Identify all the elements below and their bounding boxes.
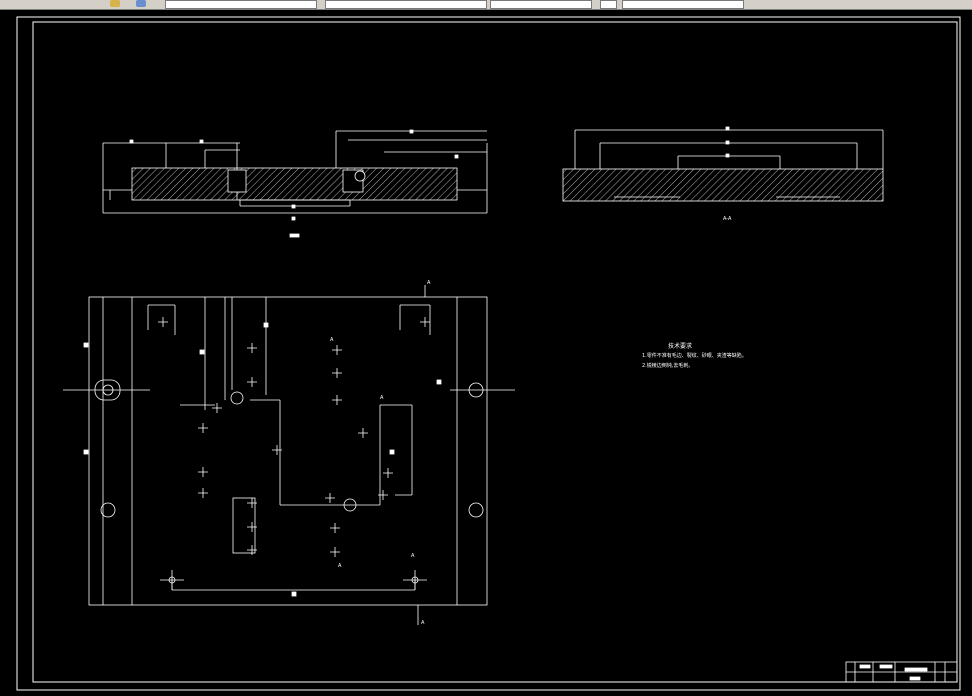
center-marks (158, 317, 430, 590)
plotstyle-dropdown[interactable] (622, 0, 744, 9)
color-dropdown[interactable] (325, 0, 487, 9)
cut-label-bottom: A (421, 620, 425, 626)
linetype-dropdown[interactable] (490, 0, 592, 9)
plan-view (63, 285, 515, 625)
section-view-left (102, 129, 488, 238)
inner-frame (32, 21, 958, 683)
section-view-label: A-A (723, 216, 732, 222)
title-block (845, 661, 958, 683)
note-line-1: 1.零件不准有毛边、裂纹、砂眼、夹渣等缺陷。 (642, 353, 747, 359)
cut-label-top: A (427, 280, 431, 286)
cad-drawing-canvas[interactable] (0, 10, 972, 696)
cut-label-mid-4: A (411, 553, 415, 559)
cut-label-mid-3: A (380, 395, 384, 401)
cut-label-mid-2: A (338, 563, 342, 569)
notes-title: 技术要求 (668, 343, 693, 350)
cad-toolbar (0, 0, 972, 10)
cut-label-mid-1: A (330, 337, 334, 343)
properties-icon[interactable] (136, 0, 146, 7)
outer-frame (16, 16, 961, 691)
note-line-2: 2.锐棱边倒钝,去毛刺。 (642, 363, 694, 369)
section-view-right (562, 126, 884, 202)
layer-dropdown[interactable] (165, 0, 317, 9)
layer-icon[interactable] (110, 0, 120, 7)
lineweight-dropdown[interactable] (600, 0, 617, 9)
